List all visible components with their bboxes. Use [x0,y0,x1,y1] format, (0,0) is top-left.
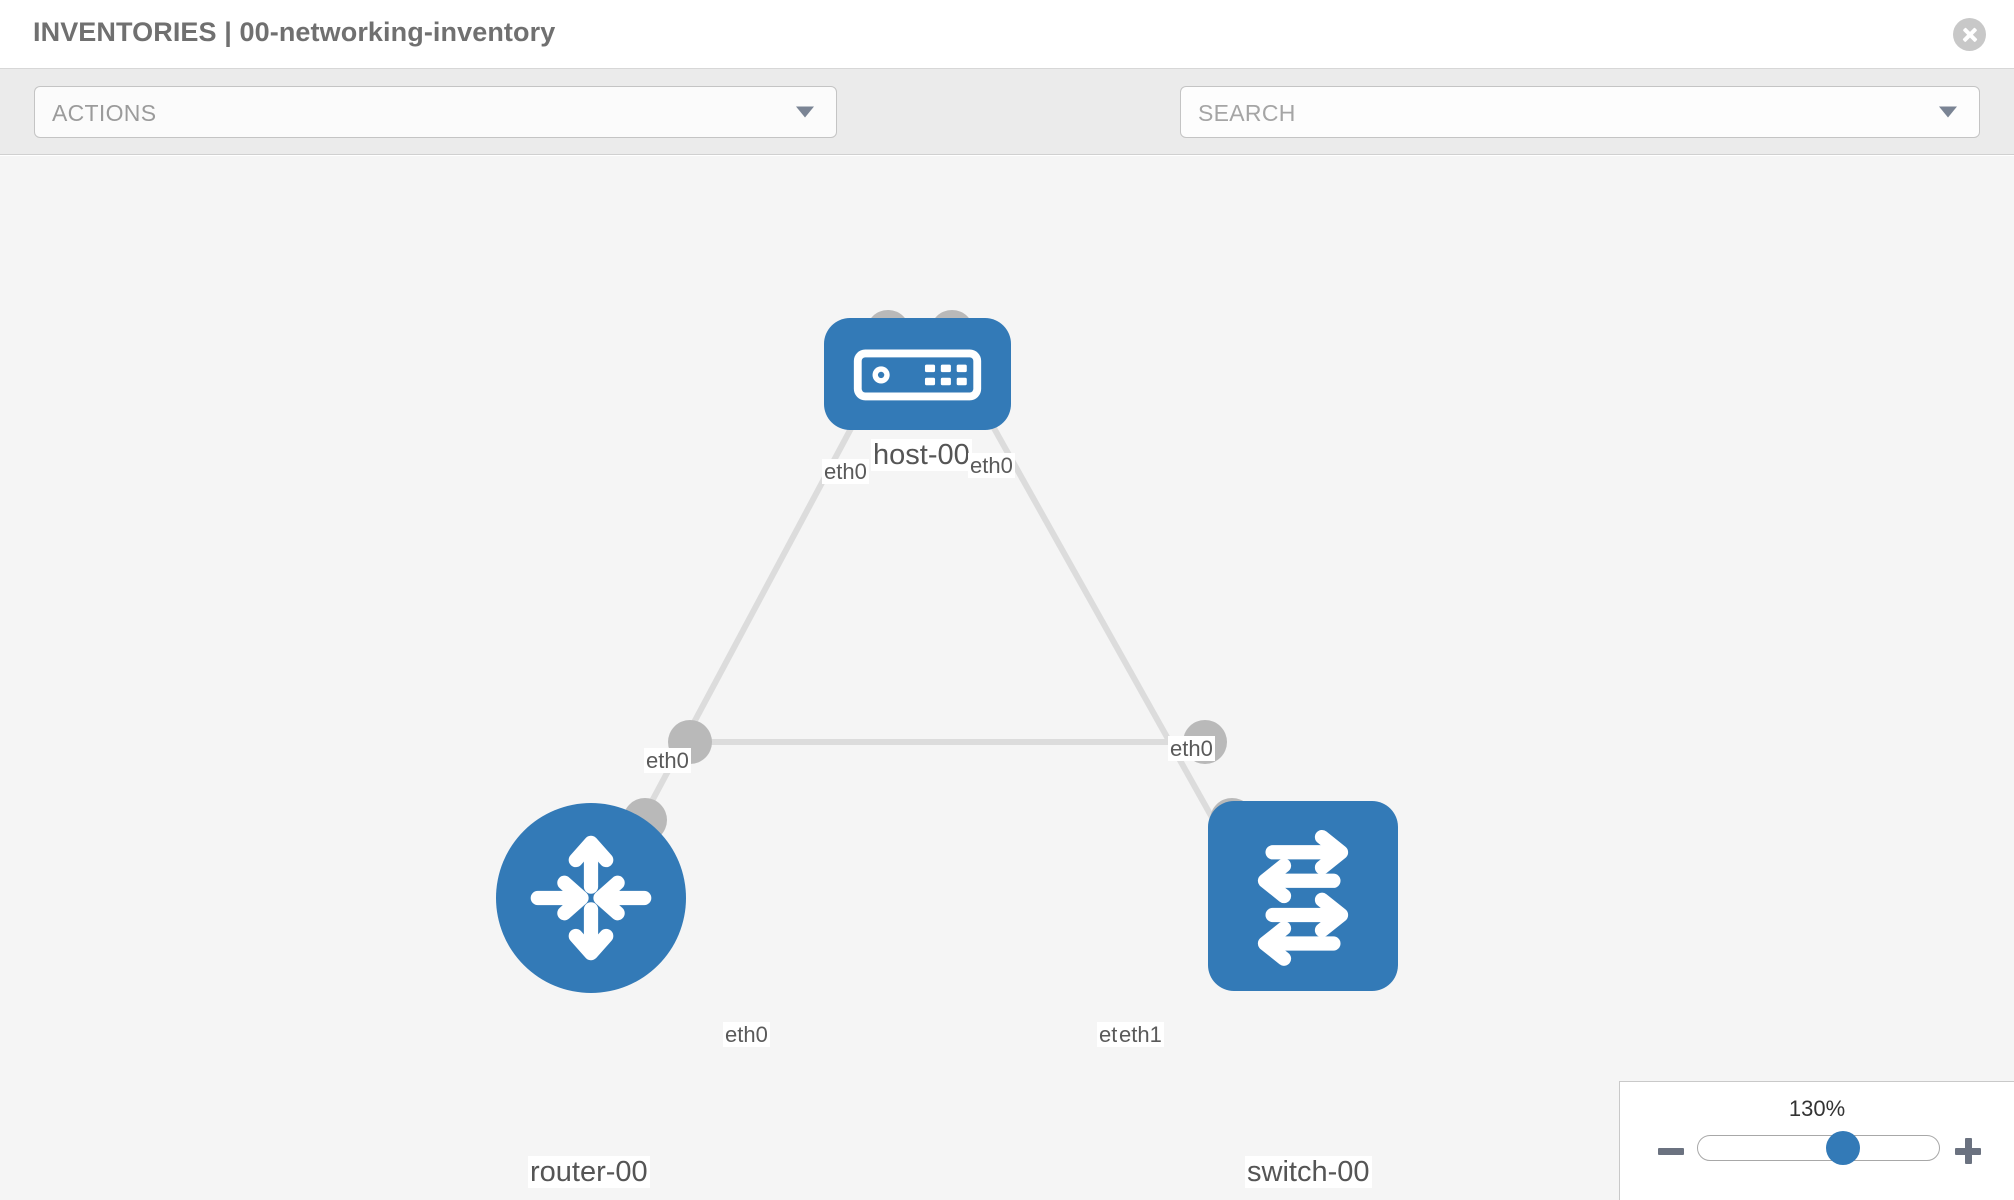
node-router-00[interactable] [496,803,686,993]
topology-canvas[interactable]: host-00 router-00 switch-00 eth0 eth0 et… [0,156,2014,1200]
topology-links-layer [623,310,1254,848]
node-host-00[interactable] [824,318,1011,430]
zoom-out-button[interactable] [1658,1138,1684,1164]
port-label-switch-left: eth1 [1117,1022,1164,1048]
page-header: INVENTORIES | 00-networking-inventory [0,0,2014,69]
actions-dropdown[interactable]: ACTIONS [34,86,837,138]
port-label-host-left: eth0 [822,459,869,485]
zoom-in-button[interactable] [1955,1138,1981,1164]
port-label-switch-up: eth0 [1168,736,1215,762]
actions-dropdown-label: ACTIONS [52,100,157,126]
zoom-slider-handle[interactable] [1825,1131,1860,1165]
toolbar: ACTIONS SEARCH [0,69,2014,194]
port-label-host-right: eth0 [968,453,1015,479]
switch-arrows-icon [1257,829,1349,966]
page-title: INVENTORIES | 00-networking-inventory [33,17,556,47]
zoom-control-panel: 130% [1619,1081,2014,1200]
router-arrows-icon [530,835,652,961]
node-switch-00[interactable] [1208,801,1398,991]
port-label-router-right: eth0 [723,1022,770,1048]
zoom-slider-track[interactable] [1697,1131,1940,1165]
chevron-down-icon [796,106,814,118]
port-label-router-up: eth0 [644,748,691,774]
search-input[interactable]: SEARCH [1180,86,1980,138]
search-placeholder: SEARCH [1198,100,1296,126]
zoom-percentage: 130% [1788,1096,1846,1121]
node-label-switch-00: switch-00 [1245,1156,1372,1189]
close-icon[interactable] [1953,18,1986,51]
link-host-switch [945,344,1231,848]
search-chevron-down-icon[interactable] [1939,106,1957,118]
server-icon [853,349,982,401]
node-label-router-00: router-00 [528,1156,650,1189]
node-label-host-00: host-00 [871,439,972,472]
